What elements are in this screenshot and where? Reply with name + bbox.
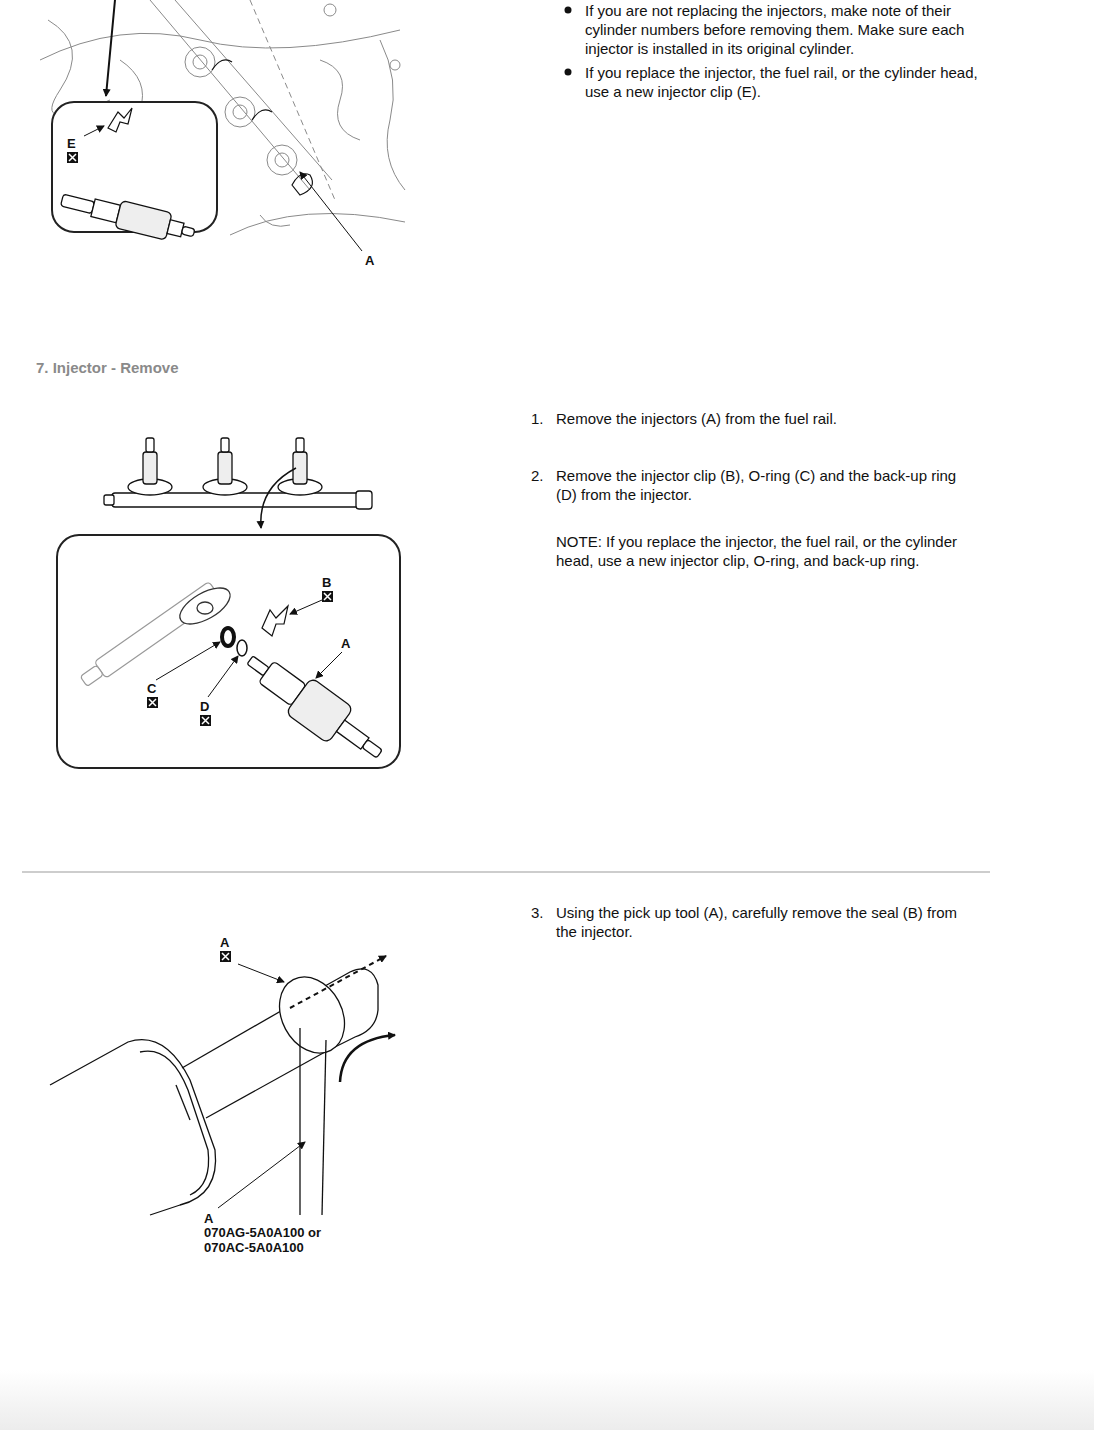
injector-clip xyxy=(262,606,288,636)
step-number: 1. xyxy=(531,409,544,428)
injector-drawing xyxy=(59,186,198,246)
section-divider xyxy=(22,871,990,873)
injector-drawing xyxy=(237,642,392,772)
injector-and-tool-drawing xyxy=(50,966,378,1215)
callout-letter: E xyxy=(67,136,76,151)
note-text: NOTE: If you replace the injector, the f… xyxy=(556,532,988,570)
injector-clip xyxy=(108,108,132,132)
page-bottom-band xyxy=(0,1370,1094,1430)
callout-letter: C xyxy=(147,681,156,696)
step-number: 2. xyxy=(531,466,544,485)
fuel-rail-drawing xyxy=(104,438,372,509)
replace-symbol xyxy=(67,152,333,962)
step-number: 3. xyxy=(531,903,544,922)
callout-letter: A xyxy=(365,253,374,268)
detail-inset xyxy=(57,535,400,768)
back-up-ring xyxy=(237,640,247,656)
bullet xyxy=(565,7,572,14)
bullet-text: If you are not replacing the injectors, … xyxy=(585,1,993,58)
step-text: Remove the injectors (A) from the fuel r… xyxy=(556,409,986,428)
cylinder-head-sketch xyxy=(40,0,405,235)
callout-letter: A xyxy=(220,935,229,950)
callout-letter: A xyxy=(204,1211,213,1226)
section-heading: 7. Injector - Remove xyxy=(36,359,179,376)
step-text: Using the pick up tool (A), carefully re… xyxy=(556,903,966,941)
bullet-text: If you replace the injector, the fuel ra… xyxy=(585,63,985,101)
callout-letter: B xyxy=(322,575,331,590)
o-ring xyxy=(222,628,234,646)
bullet xyxy=(565,69,572,76)
tool-part-number: 070AG-5A0A100 or 070AC-5A0A100 xyxy=(204,1225,344,1255)
callout-letter: D xyxy=(200,699,209,714)
step-text: Remove the injector clip (B), O-ring (C)… xyxy=(556,466,976,504)
callout-letter: A xyxy=(341,636,350,651)
